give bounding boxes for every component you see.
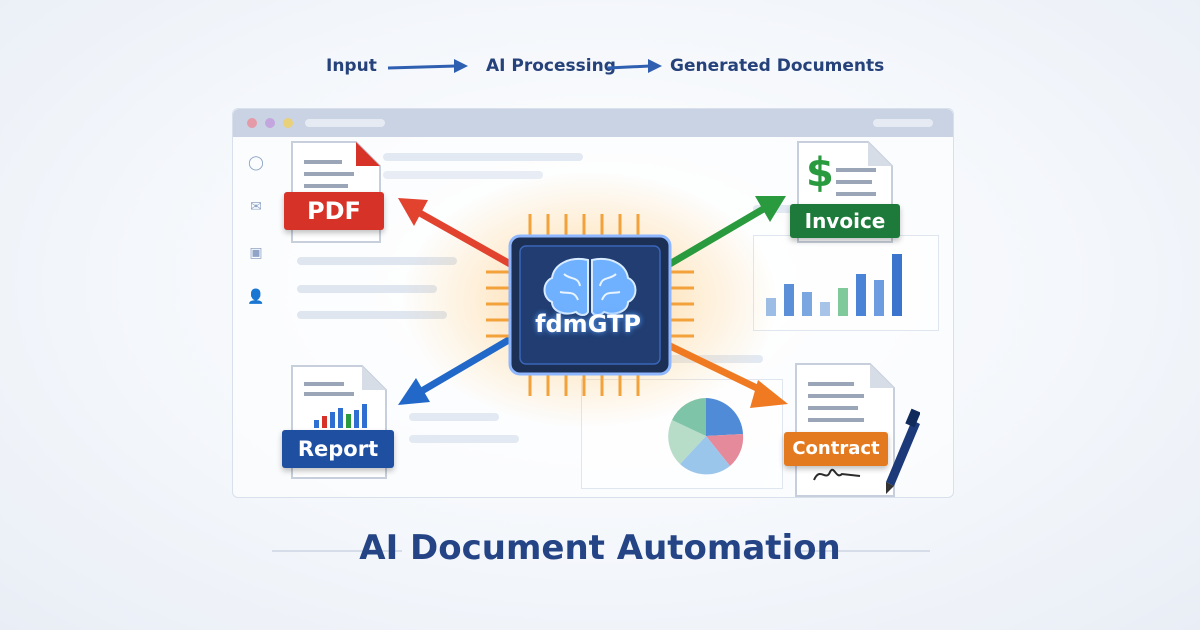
arrow-to-invoice [666,204,767,269]
report-label: Report [282,430,394,468]
headline-divider-left [272,550,402,552]
mail-icon: ✉ [250,198,262,214]
arrow-head-report [398,378,430,405]
placeholder-line [297,311,447,319]
process-flow: Input AI Processing Generated Documents [0,52,1200,82]
arrow-to-pdf [416,208,514,269]
dollar-icon: $ [806,150,834,196]
arrow-to-report [418,334,514,396]
arrow-head-contract [750,380,788,408]
address-bar [305,119,385,127]
flow-arrow-1 [387,59,468,73]
chip-label: fdmGTP [535,310,641,338]
arrow-to-contract [666,341,767,396]
maximize-dot-icon [283,118,293,128]
dashboard-pie-chart [668,398,744,475]
flow-step-ai-processing: AI Processing [486,56,616,76]
folder-icon: ▣ [249,244,263,260]
user-icon: 👤 [247,288,265,304]
flow-arrow-2 [607,59,662,73]
ai-chip [486,214,694,396]
placeholder-line [297,285,437,293]
placeholder-line [383,153,583,161]
page-headline: AI Document Automation [359,528,841,568]
minimize-dot-icon [265,118,275,128]
close-dot-icon [247,118,257,128]
placeholder-line [409,435,519,443]
placeholder-line [383,171,543,179]
pen-icon [886,408,920,494]
placeholder-line [409,413,499,421]
signature-icon [813,468,861,481]
arrow-head-pdf [398,198,428,226]
flow-step-input: Input [326,56,377,76]
window-controls-bar [873,119,933,127]
arrow-head-invoice [755,196,786,222]
pdf-label: PDF [284,192,384,230]
placeholder-line [297,257,457,265]
flow-step-generated-documents: Generated Documents [670,56,885,76]
headline-divider-right [800,550,930,552]
invoice-label: Invoice [790,204,900,238]
home-circle-icon: ◯ [248,154,264,170]
bar-chart-panel [753,235,939,331]
brain-icon [543,258,637,316]
contract-label: Contract [784,432,888,466]
window-titlebar [233,109,953,137]
